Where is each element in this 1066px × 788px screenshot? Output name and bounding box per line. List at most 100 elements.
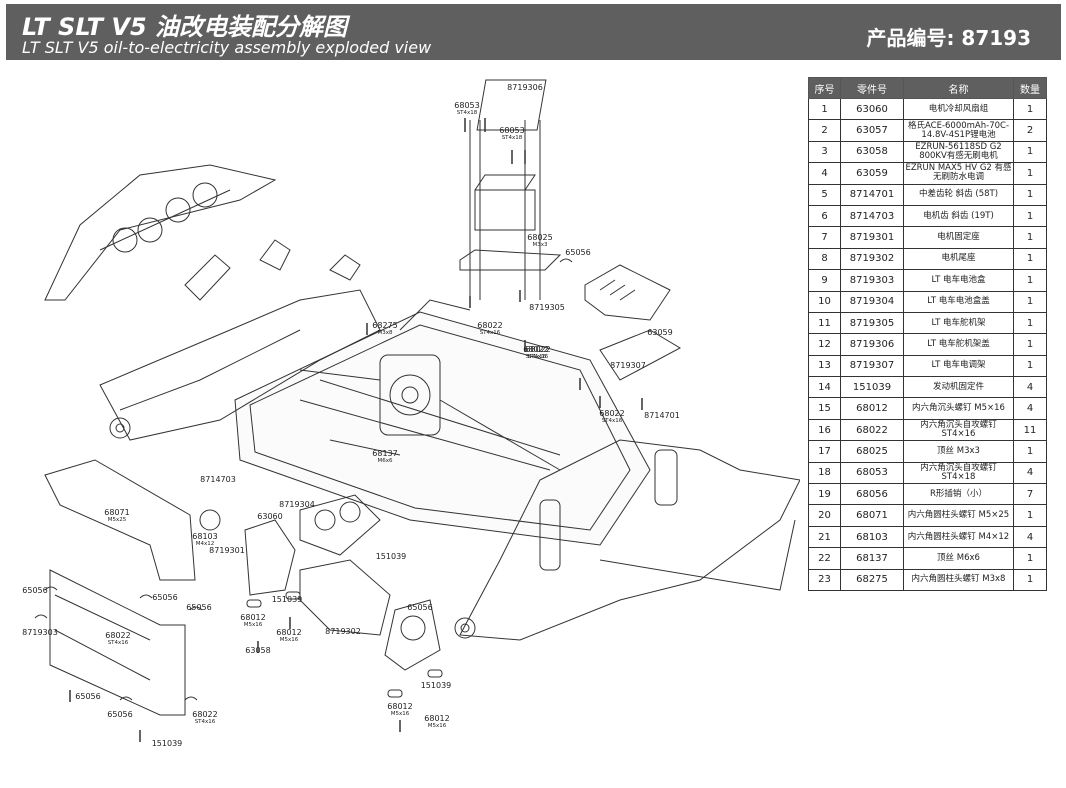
table-cell: 电机固定座 bbox=[903, 226, 1014, 249]
callout-number: 68137 bbox=[372, 449, 397, 458]
column-header: 名称 bbox=[903, 77, 1014, 99]
table-cell: 内六角圆柱头螺钉 M5×25 bbox=[903, 504, 1014, 527]
table-cell: 68275 bbox=[840, 568, 904, 591]
table-cell: 9 bbox=[808, 269, 841, 292]
part-callout: 65056 bbox=[565, 248, 590, 257]
callout-spec: ST4x18 bbox=[502, 135, 523, 141]
table-cell: EZRUN MAX5 HV G2 有感无刷防水电调 bbox=[903, 162, 1014, 185]
callout-number: 68022 bbox=[525, 345, 550, 354]
table-cell: 1 bbox=[1013, 269, 1047, 292]
table-cell: 63059 bbox=[840, 162, 904, 185]
table-cell: 8719305 bbox=[840, 311, 904, 335]
rear-suspension bbox=[454, 439, 800, 641]
table-cell: 1 bbox=[1013, 183, 1047, 206]
table-cell: LT 电车舵机架盖 bbox=[903, 333, 1014, 356]
callout-spec: M5x16 bbox=[244, 622, 263, 628]
table-cell: 13 bbox=[808, 354, 841, 378]
callout-number: 68025 bbox=[527, 233, 552, 242]
table-cell: 1 bbox=[808, 97, 841, 121]
engine-mount-washers bbox=[246, 591, 443, 698]
motor-group bbox=[199, 494, 441, 671]
table-cell: 19 bbox=[808, 483, 841, 506]
table-cell: 1 bbox=[1013, 247, 1047, 271]
table-cell: 1 bbox=[1013, 354, 1047, 378]
callout-number: 8719307 bbox=[610, 361, 646, 370]
table-cell: 68025 bbox=[840, 440, 904, 463]
part-callout: 151039 bbox=[376, 552, 407, 561]
callout-number: 68012 bbox=[276, 628, 301, 637]
callout-number: 63060 bbox=[257, 512, 282, 521]
table-cell: 12 bbox=[808, 333, 841, 356]
callout-spec: M3x3 bbox=[533, 242, 548, 248]
table-cell: 1 bbox=[1013, 97, 1047, 121]
callout-number: 68071 bbox=[104, 508, 129, 517]
product-number: 产品编号: 87193 bbox=[866, 26, 1031, 50]
part-callout: 8719303 bbox=[22, 628, 58, 637]
callout-number: 68022 bbox=[105, 631, 130, 640]
part-callout: 63058 bbox=[245, 646, 270, 655]
table-cell: 68103 bbox=[840, 525, 904, 549]
part-callout: 65056 bbox=[407, 603, 432, 612]
callout-spec: ST4x16 bbox=[526, 354, 547, 360]
table-cell: 8719301 bbox=[840, 226, 904, 249]
table-cell: 23 bbox=[808, 568, 841, 591]
table-cell: 8719307 bbox=[840, 354, 904, 378]
part-callout: 63060 bbox=[257, 512, 282, 521]
table-cell: LT 电车电调架 bbox=[903, 354, 1014, 378]
callout-number: 8719303 bbox=[22, 628, 58, 637]
callout-spec: M5x16 bbox=[391, 711, 410, 717]
table-cell: 8719304 bbox=[840, 290, 904, 313]
table-cell: 18 bbox=[808, 461, 841, 485]
table-cell: 15 bbox=[808, 397, 841, 420]
table-cell: 68137 bbox=[840, 547, 904, 570]
part-callout: 8719302 bbox=[325, 627, 361, 636]
table-cell: 16 bbox=[808, 418, 841, 442]
part-callout: 8719301 bbox=[209, 546, 245, 555]
table-cell: 6 bbox=[808, 204, 841, 228]
title-english: LT SLT V5 oil-to-electricity assembly ex… bbox=[22, 38, 432, 57]
callout-number: 65056 bbox=[565, 248, 590, 257]
callout-number: 8719301 bbox=[209, 546, 245, 555]
table-cell: 2 bbox=[1013, 119, 1047, 142]
part-callout: 8719304 bbox=[279, 500, 315, 509]
part-callout: 8719305 bbox=[529, 303, 565, 312]
table-cell: 8719306 bbox=[840, 333, 904, 356]
callout-number: 65056 bbox=[75, 692, 100, 701]
part-callout: 65056 bbox=[107, 710, 132, 719]
table-cell: 发动机固定件 bbox=[903, 376, 1014, 399]
callout-number: 68012 bbox=[424, 714, 449, 723]
table-cell: LT 电车电池盒盖 bbox=[903, 290, 1014, 313]
callout-spec: M5x16 bbox=[428, 723, 447, 729]
table-cell: 电机尾座 bbox=[903, 247, 1014, 271]
part-callout: 151039 bbox=[272, 595, 303, 604]
callout-number: 8719304 bbox=[279, 500, 315, 509]
table-cell: 中差齿轮 斜齿 (58T) bbox=[903, 183, 1014, 206]
callout-spec: M3x8 bbox=[378, 330, 393, 336]
table-cell: 内六角圆柱头螺钉 M4×12 bbox=[903, 525, 1014, 549]
table-cell: 1 bbox=[1013, 568, 1047, 591]
table-cell: 17 bbox=[808, 440, 841, 463]
table-cell: 电机冷却风扇组 bbox=[903, 97, 1014, 121]
table-cell: R形插销（小） bbox=[903, 483, 1014, 506]
table-cell: 4 bbox=[1013, 376, 1047, 399]
table-cell: 8719303 bbox=[840, 269, 904, 292]
callout-number: 65056 bbox=[186, 603, 211, 612]
callout-number: 8719306 bbox=[507, 83, 543, 92]
